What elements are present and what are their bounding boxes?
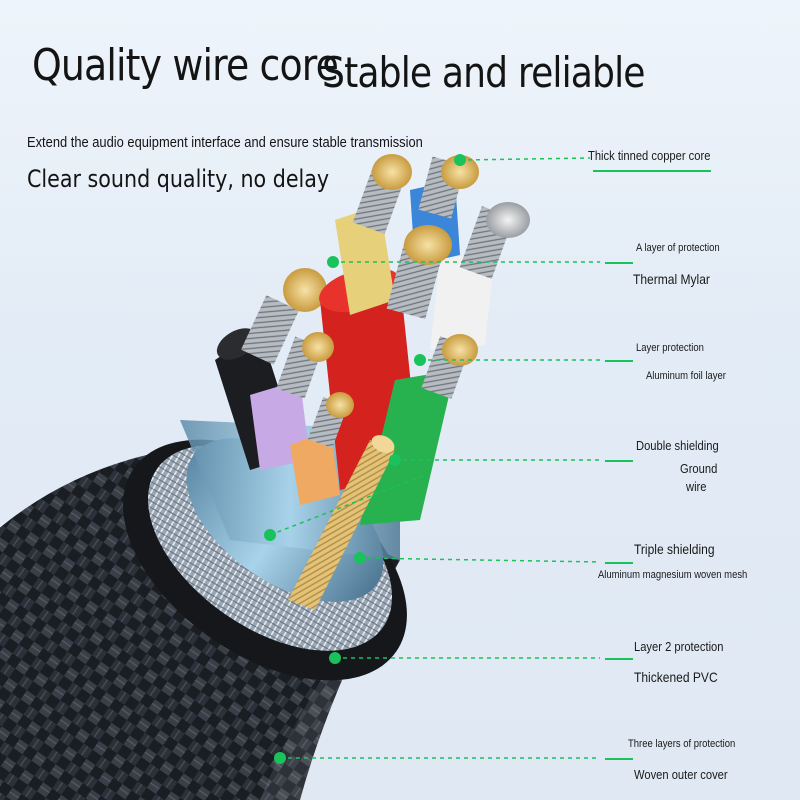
tagline: Clear sound quality, no delay <box>27 165 330 193</box>
underline-pvc <box>605 658 633 660</box>
underline-cover <box>605 758 633 760</box>
callout-cover-small: Three layers of protection <box>628 738 736 750</box>
underline-shielding <box>605 460 633 462</box>
underline-foil <box>605 360 633 362</box>
callout-ground-line1: Ground <box>680 461 718 476</box>
title-right: Stable and reliable <box>322 48 646 97</box>
callout-foil-main: Aluminum foil layer <box>646 370 726 382</box>
callout-double-shielding: Double shielding <box>636 438 719 453</box>
callout-foil-small: Layer protection <box>636 342 704 354</box>
callout-mylar-main: Thermal Mylar <box>633 271 710 287</box>
callout-copper-core: Thick tinned copper core <box>588 148 711 163</box>
callout-triple-small: Aluminum magnesium woven mesh <box>598 569 748 581</box>
underline-mylar <box>605 262 633 264</box>
callout-triple-shielding: Triple shielding <box>634 541 715 557</box>
callout-ground-line2: wire <box>686 479 707 494</box>
callout-cover-main: Woven outer cover <box>634 767 728 782</box>
callout-pvc-main: Thickened PVC <box>634 669 718 685</box>
underline-copper-core <box>593 170 711 172</box>
title-left: Quality wire core <box>32 40 339 91</box>
underline-triple <box>605 562 633 564</box>
callout-pvc-small: Layer 2 protection <box>634 639 724 654</box>
callout-mylar-small: A layer of protection <box>636 242 720 254</box>
subtitle: Extend the audio equipment interface and… <box>27 134 423 151</box>
